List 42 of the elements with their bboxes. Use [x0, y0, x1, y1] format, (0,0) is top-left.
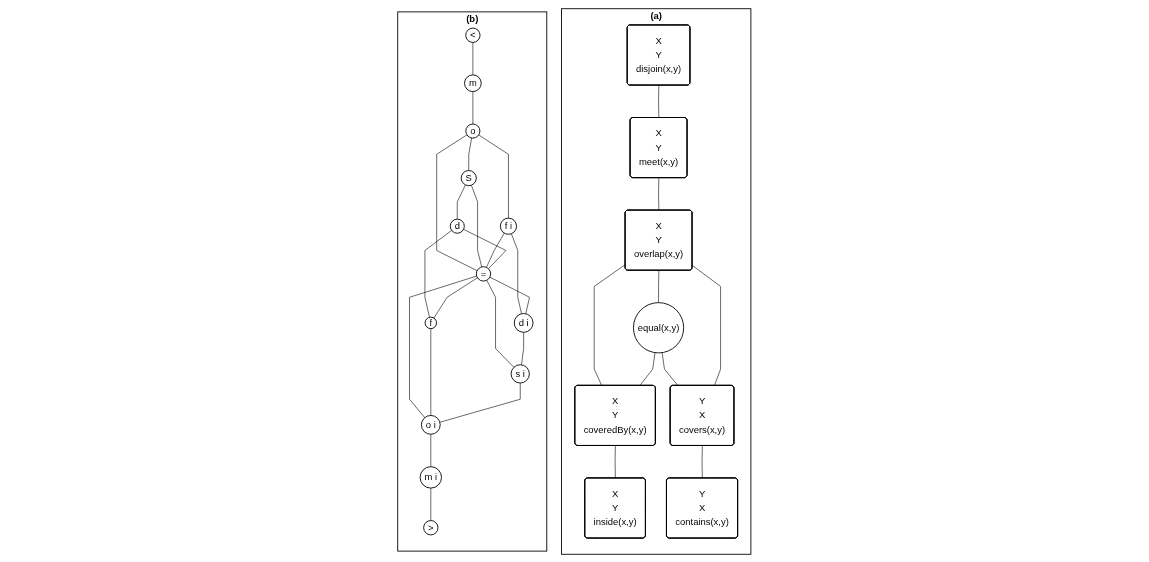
node-circle: m: [464, 73, 482, 92]
node-circle: m i: [419, 465, 443, 489]
node-circle: o: [465, 123, 481, 139]
connector: [489, 276, 531, 314]
connector: [662, 351, 679, 386]
node-circle: f i: [500, 217, 518, 235]
node-circle: d: [450, 218, 465, 234]
node-circle: =: [476, 265, 492, 281]
node-circle: >: [423, 519, 439, 535]
connector: [486, 232, 505, 268]
node-circle: <: [465, 27, 481, 43]
connector: [521, 331, 525, 365]
connector: [471, 184, 483, 267]
connector: [692, 264, 722, 386]
connector: [468, 137, 473, 171]
connector: [457, 184, 466, 219]
connector: [463, 228, 507, 269]
connector: [478, 134, 509, 218]
connector: [511, 232, 523, 314]
node-circle: d i: [514, 312, 534, 333]
connector: [472, 90, 474, 124]
connector: [433, 276, 478, 318]
connector: [594, 263, 626, 386]
node-circle: equal(x,y): [633, 301, 685, 353]
connector: [658, 84, 660, 118]
node-circle: o i: [421, 414, 441, 435]
connector: [486, 279, 515, 368]
node-circle: f: [424, 316, 438, 329]
connector: [639, 351, 656, 386]
connector: [472, 41, 474, 75]
connector: [424, 229, 453, 318]
node-circle: s i: [510, 363, 530, 383]
connector: [430, 433, 432, 467]
connector: [430, 487, 432, 521]
connector: [658, 269, 660, 303]
connector: [409, 275, 478, 418]
connector: [658, 177, 660, 211]
node-circle: S: [460, 169, 477, 186]
connector: [430, 327, 432, 416]
connector: [614, 445, 616, 478]
connector: [439, 382, 521, 423]
connector: [701, 445, 703, 478]
